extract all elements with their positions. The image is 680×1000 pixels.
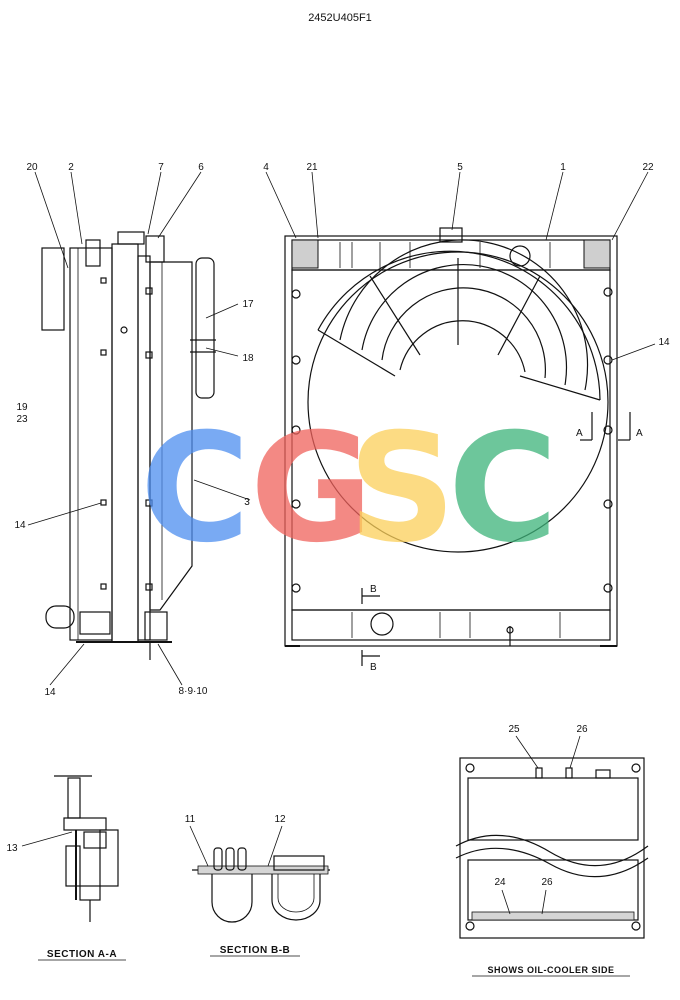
callout-4: 4 <box>263 162 269 173</box>
oil-cooler-view <box>455 735 649 939</box>
callout-1: 1 <box>560 162 566 173</box>
watermark-letter-1: C <box>140 402 250 576</box>
callout-23: 23 <box>16 414 28 425</box>
callout-25: 25 <box>508 724 520 735</box>
front-view <box>265 171 656 666</box>
callout-24: 24 <box>494 877 506 888</box>
callout-14-front: 14 <box>658 337 670 348</box>
watermark-letter-4: C <box>448 402 558 576</box>
callout-26-top: 26 <box>576 724 588 735</box>
watermark: C G S C <box>140 402 558 576</box>
callout-22: 22 <box>642 162 654 173</box>
caption-section-bb: SECTION B-B <box>220 945 291 956</box>
callout-8-9-10: 8·9·10 <box>179 686 208 697</box>
callout-14-bottom: 14 <box>44 687 56 698</box>
callout-6: 6 <box>198 162 204 173</box>
section-mark-b-top: B <box>370 584 377 595</box>
side-view <box>27 171 251 686</box>
caption-section-aa: SECTION A-A <box>47 949 117 960</box>
section-mark-a-left: A <box>576 428 583 439</box>
callout-2: 2 <box>68 162 74 173</box>
watermark-letter-2: G <box>250 402 373 576</box>
callout-3: 3 <box>244 497 250 508</box>
caption-oil-cooler: SHOWS OIL-COOLER SIDE <box>487 965 614 975</box>
section-bb <box>189 825 330 923</box>
drawing-number: 2452U405F1 <box>308 12 372 24</box>
callouts: 20 2 7 6 4 21 5 1 22 17 18 14 19 23 14 3… <box>6 162 670 888</box>
callout-13: 13 <box>6 843 18 854</box>
callout-7: 7 <box>158 162 164 173</box>
section-mark-b-bottom: B <box>370 662 377 673</box>
callout-17: 17 <box>242 299 254 310</box>
callout-19: 19 <box>16 402 28 413</box>
callout-26-bottom: 26 <box>541 877 553 888</box>
callout-20: 20 <box>26 162 38 173</box>
section-mark-a-right: A <box>636 428 643 439</box>
section-aa <box>21 775 119 922</box>
callout-12: 12 <box>274 814 286 825</box>
callout-18: 18 <box>242 353 254 364</box>
callout-21: 21 <box>306 162 318 173</box>
callout-5: 5 <box>457 162 463 173</box>
watermark-letter-3: S <box>348 402 456 576</box>
callout-14-side: 14 <box>14 520 26 531</box>
callout-11: 11 <box>185 814 196 825</box>
